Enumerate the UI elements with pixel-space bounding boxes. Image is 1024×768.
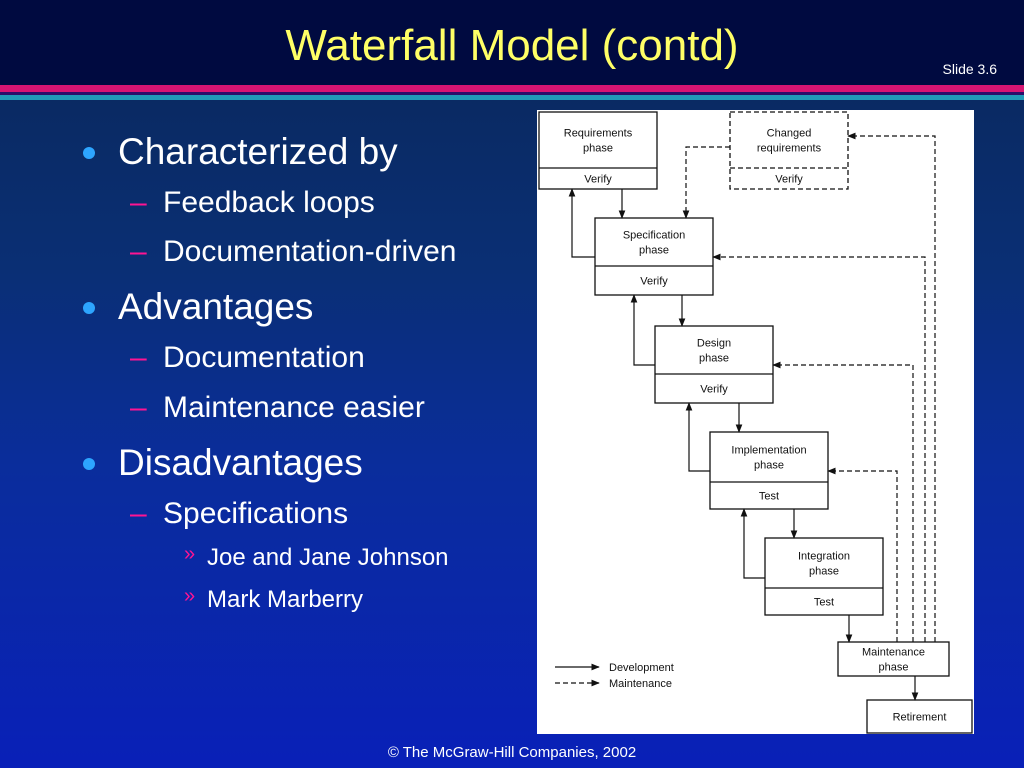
chevron-marker-icon: » [184,543,196,565]
feedback-arrow [568,188,595,258]
bullet-text: Specifications [163,497,349,530]
dash-marker-icon: – [130,186,147,219]
integration-phase-box [764,537,884,616]
title-band [0,0,1024,85]
implementation-check-text: Test [759,491,779,503]
bullet-level2-item: –Specifications [130,497,349,531]
requirements-check-text: Verify [584,174,612,186]
specification-check-text: Verify [640,276,668,288]
specification-title-text: Specification [623,230,685,242]
maintenance-arrow [772,361,914,642]
footer-copyright: © The McGraw-Hill Companies, 2002 [387,744,637,761]
changed-phase-box [729,111,849,190]
dash-marker-icon: – [130,235,147,268]
requirements-phase-box [538,111,658,190]
bullet-level2-item: –Documentation [130,341,365,375]
changed-title-text: Changed [767,128,812,140]
bullet-level1-item: Characterized by [83,131,398,173]
bullet-text: Characterized by [118,131,398,172]
requirements-title-text: phase [583,143,613,155]
retirement-phase-box [866,699,973,734]
bullet-level1-item: Disadvantages [83,442,363,484]
bullet-level3-item: » Mark Marberry [184,585,364,614]
bullet-dot-icon [83,302,95,314]
feedback-arrow [740,508,765,579]
bullet-level2-item: –Maintenance easier [130,391,425,425]
teal-stripe [0,95,1024,100]
chevron-marker-icon: » [184,585,196,607]
changed-title-text: requirements [757,143,822,155]
design-title-text: phase [699,353,729,365]
dark-stripe [0,92,1024,95]
waterfall-diagram-svg: RequirementsphaseVerifyChangedrequiremen… [538,111,973,734]
bullet-level2-item: –Documentation-driven [130,235,457,269]
retirement-title-text: Retirement [893,712,947,724]
maintenance-arrow [827,467,898,642]
bullet-dot-icon [83,147,95,159]
maintenance-title-text: Maintenance [862,647,925,659]
design-check-text: Verify [700,384,728,396]
specification-title-text: phase [639,245,669,257]
maintenance-arrow [712,253,926,642]
specification-phase-box [594,217,714,296]
bullet-level2-item: –Feedback loops [130,186,375,220]
bullet-text: Maintenance easier [163,391,425,424]
integration-title-text: Integration [798,551,850,563]
bullet-text: Disadvantages [118,442,363,483]
bullet-text: Documentation [163,341,365,374]
maintenance-arrow [682,146,730,219]
bullet-text: Documentation-driven [163,235,457,268]
design-phase-box [654,325,774,404]
bullet-text: Feedback loops [163,186,375,219]
maintenance-title-text: phase [879,662,909,674]
bullet-text: Advantages [118,286,314,327]
maintenance-phase-box [837,641,950,677]
bullet-dot-icon [83,458,95,470]
feedback-arrow [630,294,655,366]
integration-title-text: phase [809,566,839,578]
legend-maintenance-label: Maintenance [609,678,672,690]
implementation-title-text: Implementation [731,445,806,457]
slide-number: Slide 3.6 [942,61,997,77]
dash-marker-icon: – [130,341,147,374]
bullet-text: Joe and Jane Johnson [207,544,449,571]
maintenance-arrow [847,132,936,642]
changed-check-text: Verify [775,174,803,186]
bullet-level3-item: » Joe and Jane Johnson [184,543,449,572]
magenta-stripe [0,85,1024,92]
dash-marker-icon: – [130,497,147,530]
dash-marker-icon: – [130,391,147,424]
implementation-title-text: phase [754,460,784,472]
bullet-text: Mark Marberry [207,586,364,613]
integration-check-text: Test [814,597,834,609]
slide-title: Waterfall Model (contd) [285,21,739,70]
design-title-text: Design [697,338,731,350]
bullet-level1-item: Advantages [83,286,314,328]
feedback-arrow [685,402,710,472]
requirements-title-text: Requirements [564,128,633,140]
legend-development-label: Development [609,662,674,674]
